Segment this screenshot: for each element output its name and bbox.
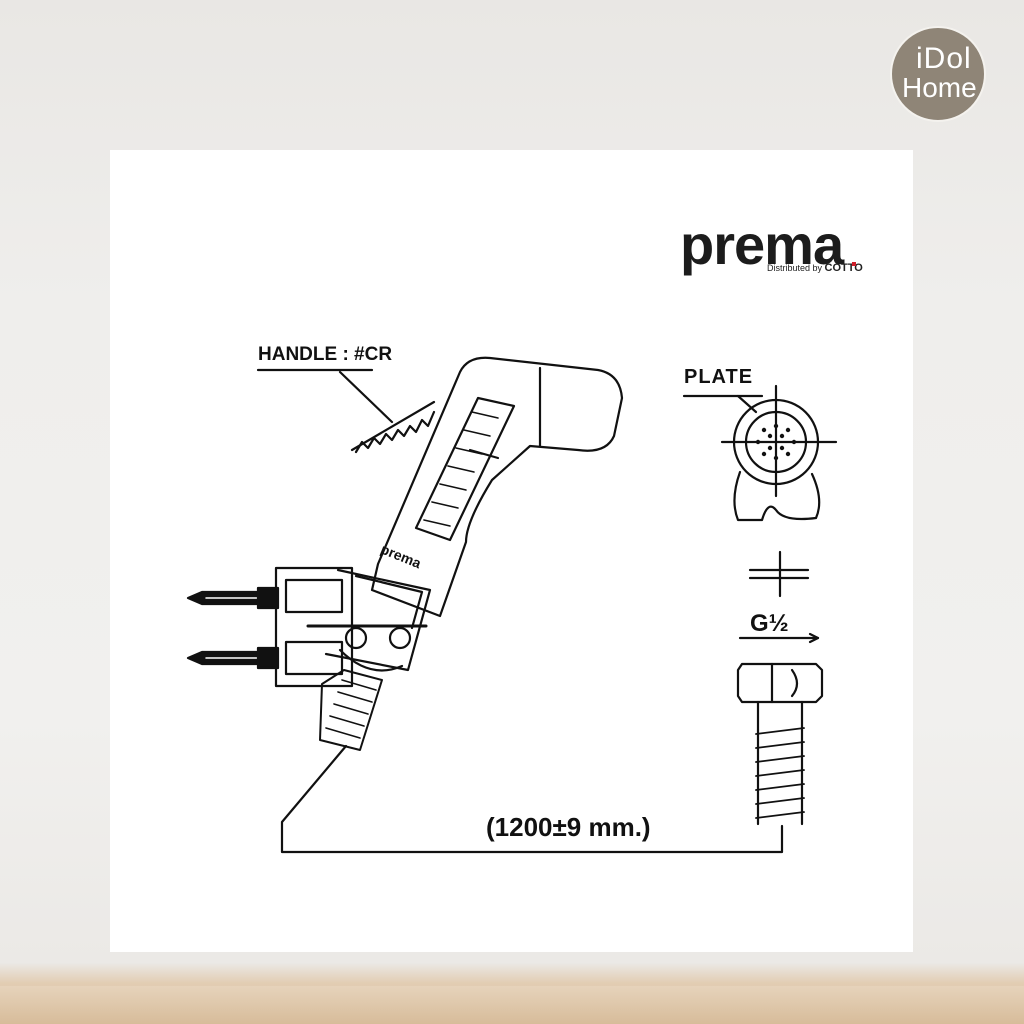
plate-label: PLATE [684,366,754,388]
wall-screws [186,586,280,670]
brand-logo: prema [680,213,844,276]
sprayer-trigger [414,396,516,542]
hose-length-dimension [280,744,784,854]
wall-holder [274,566,432,688]
thread-dimension [738,632,820,644]
hose-end-fitting [736,662,824,826]
washer [748,550,810,598]
hose-upper [319,669,383,751]
hose-length-label: (1200±9 mm.) [486,812,651,842]
plate-view [682,384,838,522]
wooden-floor [0,986,1024,1024]
handle-label: HANDLE : #CR [258,344,393,365]
trigger-ribs [423,411,499,527]
technical-drawing [186,356,838,854]
thread-size-label: G½ [750,610,789,637]
logo-text-bottom: Home [902,72,977,103]
distributor-prefix: Distributed by [767,263,823,273]
brand-accent-mark [852,262,856,266]
product-drawing-card: prema Distributed by COTTO [110,150,913,952]
handle-spring [354,410,436,454]
idol-home-logo: iDol Home [890,26,986,122]
handle-label-leader [256,368,394,424]
plate-holes [755,423,797,461]
sprayer-body [370,356,624,618]
logo-text-top: iDol [916,42,972,75]
